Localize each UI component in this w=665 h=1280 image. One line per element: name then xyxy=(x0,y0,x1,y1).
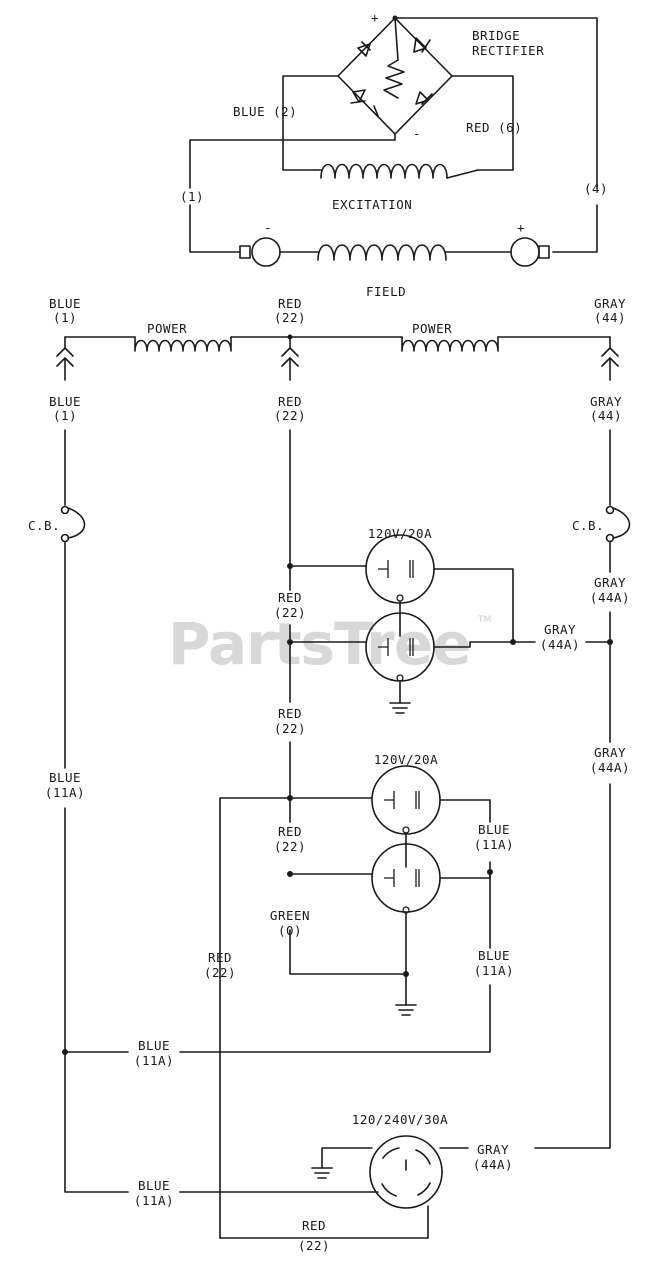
blue-1-top-num: (1) xyxy=(53,310,77,325)
rectifier-minus: - xyxy=(413,126,421,141)
gray-44a-2-num: (44A) xyxy=(540,637,580,652)
excitation-coil: EXCITATION xyxy=(314,163,479,212)
red-22-e-label: RED xyxy=(278,824,302,839)
gray-44-b-num: (44) xyxy=(590,408,622,423)
red-22-bot-num: (22) xyxy=(298,1238,330,1253)
connector-left xyxy=(56,336,74,381)
gray-44-top-num: (44) xyxy=(594,310,626,325)
red-22-b-num: (22) xyxy=(274,408,306,423)
rectifier-label: RECTIFIER xyxy=(472,43,544,58)
red-6-label: RED (6) xyxy=(466,120,522,135)
gray-44a-1-label: GRAY xyxy=(594,575,626,590)
watermark-tm: TM xyxy=(477,615,491,625)
gray-44a-2-label: GRAY xyxy=(544,622,576,637)
power-right-label: POWER xyxy=(412,321,452,336)
blue-11a-left-num: (11A) xyxy=(45,785,85,800)
field-plus: + xyxy=(517,220,525,235)
gray-44a-3-num: (44A) xyxy=(590,760,630,775)
gray-44-b-label: GRAY xyxy=(590,394,622,409)
red-22-b-label: RED xyxy=(278,394,302,409)
blue-11a-mid-label: BLUE xyxy=(138,1038,170,1053)
gray-44a-4-label: GRAY xyxy=(477,1142,509,1157)
cb-right-label: C.B. xyxy=(572,518,604,533)
red-22-d-label: RED xyxy=(278,706,302,721)
gray-44a-3-label: GRAY xyxy=(594,745,626,760)
blue-11a-bot-num: (11A) xyxy=(134,1193,174,1208)
receptacle-2: 120V/20A xyxy=(219,752,493,1239)
red-22-e-num: (22) xyxy=(274,839,306,854)
receptacle-1: 120V/20A xyxy=(289,526,611,714)
red-22-c-label: RED xyxy=(278,590,302,605)
gray-44-top-label: GRAY xyxy=(594,296,626,311)
gray-44a-1-num: (44A) xyxy=(590,590,630,605)
blue-11a-r1-num: (11A) xyxy=(474,837,514,852)
blue-1-top-label: BLUE xyxy=(49,296,81,311)
blue-11a-r2-num: (11A) xyxy=(474,963,514,978)
red-22-bot-label: RED xyxy=(302,1218,326,1233)
blue-11a-r1-label: BLUE xyxy=(478,822,510,837)
receptacle-3-label: 120/240V/30A xyxy=(352,1112,448,1127)
gray-44a-4-num: (44A) xyxy=(473,1157,513,1172)
green-0-num: (0) xyxy=(278,923,302,938)
wire-4-label: (4) xyxy=(584,181,608,196)
power-left-label: POWER xyxy=(147,321,187,336)
field-label: FIELD xyxy=(366,284,406,299)
rectifier-plus: + xyxy=(371,10,379,25)
connector-right xyxy=(601,336,619,381)
blue-11a-mid-num: (11A) xyxy=(134,1053,174,1068)
blue-1-num: (1) xyxy=(53,408,77,423)
blue-2-label: BLUE (2) xyxy=(233,104,297,119)
bridge-label: BRIDGE xyxy=(472,28,520,43)
circuit-breaker-right: C.B. xyxy=(572,505,631,543)
cb-left-label: C.B. xyxy=(28,518,60,533)
receptacle-3: 120/240V/30A xyxy=(219,1112,448,1239)
bridge-rectifier: + - BRIDGE RECTIFIER xyxy=(337,10,544,141)
receptacle-2-label: 120V/20A xyxy=(374,752,438,767)
blue-11a-bot-label: BLUE xyxy=(138,1178,170,1193)
blue-11a-r2-label: BLUE xyxy=(478,948,510,963)
connector-mid xyxy=(281,334,299,381)
excitation-label: EXCITATION xyxy=(332,197,412,212)
red-22-f-label: RED xyxy=(208,950,232,965)
blue-11a-left-label: BLUE xyxy=(49,770,81,785)
red-22-c-num: (22) xyxy=(274,605,306,620)
receptacle-1-label: 120V/20A xyxy=(368,526,432,541)
watermark: PartsTree xyxy=(168,610,470,678)
field-minus: - xyxy=(264,220,272,235)
red-22-f-num: (22) xyxy=(204,965,236,980)
red-22-top-num: (22) xyxy=(274,310,306,325)
red-22-top-label: RED xyxy=(278,296,302,311)
red-22-d-num: (22) xyxy=(274,721,306,736)
blue-1-label: BLUE xyxy=(49,394,81,409)
green-0-label: GREEN xyxy=(270,908,310,923)
field-coil: - + FIELD xyxy=(239,220,550,299)
circuit-breaker-left: C.B. xyxy=(28,505,86,543)
wire-1-label: (1) xyxy=(180,189,204,204)
